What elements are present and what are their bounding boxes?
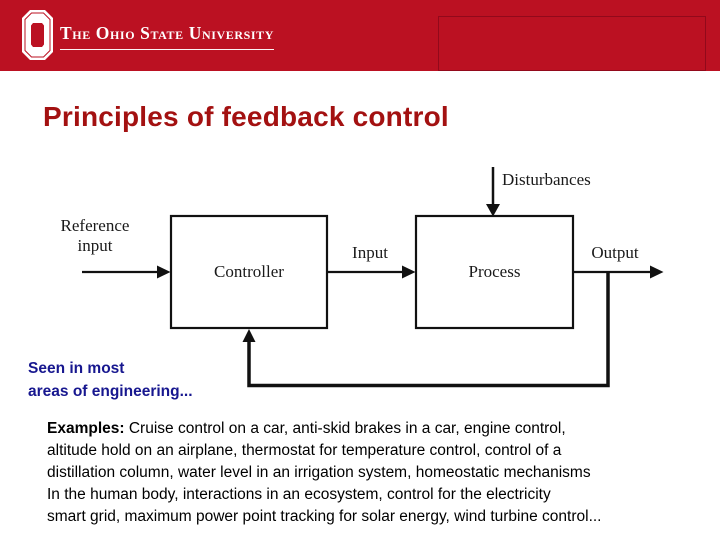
diagram-canvas [82, 167, 664, 388]
feedback-arrowhead [242, 329, 256, 342]
examples-paragraph: Examples: Cruise control on a car, anti-… [47, 418, 692, 528]
feedback-loop-line [247, 272, 610, 388]
label-controller: Controller [214, 262, 284, 281]
university-wordmark: The Ohio State University [60, 23, 275, 50]
label-disturbances: Disturbances [502, 170, 591, 189]
header-bar: The Ohio State University [0, 0, 720, 71]
label-process: Process [468, 262, 521, 281]
page-title: Principles of feedback control [43, 101, 449, 132]
osu-logo [22, 10, 53, 60]
block-o-inner-line [24, 12, 51, 58]
reference-arrowhead [157, 265, 171, 279]
header-accent-box [438, 16, 706, 71]
label-input: Input [352, 243, 388, 262]
label-output: Output [591, 243, 639, 262]
disturbances-arrowhead [486, 204, 500, 217]
block-o-glyph [22, 10, 53, 60]
feedback-diagram: Disturbances Reference input Controller … [0, 160, 720, 400]
process-box [414, 214, 575, 330]
examples-label: Examples: [47, 420, 125, 437]
examples-text: Cruise control on a car, anti-skid brake… [47, 420, 602, 525]
seen-in-most-note: Seen in most areas of engineering... [28, 360, 193, 400]
controller-box [169, 214, 329, 330]
input-arrowhead [402, 265, 416, 279]
label-reference-input: Reference input [60, 216, 130, 255]
block-o-icon [22, 10, 53, 60]
output-arrowhead [650, 265, 664, 279]
